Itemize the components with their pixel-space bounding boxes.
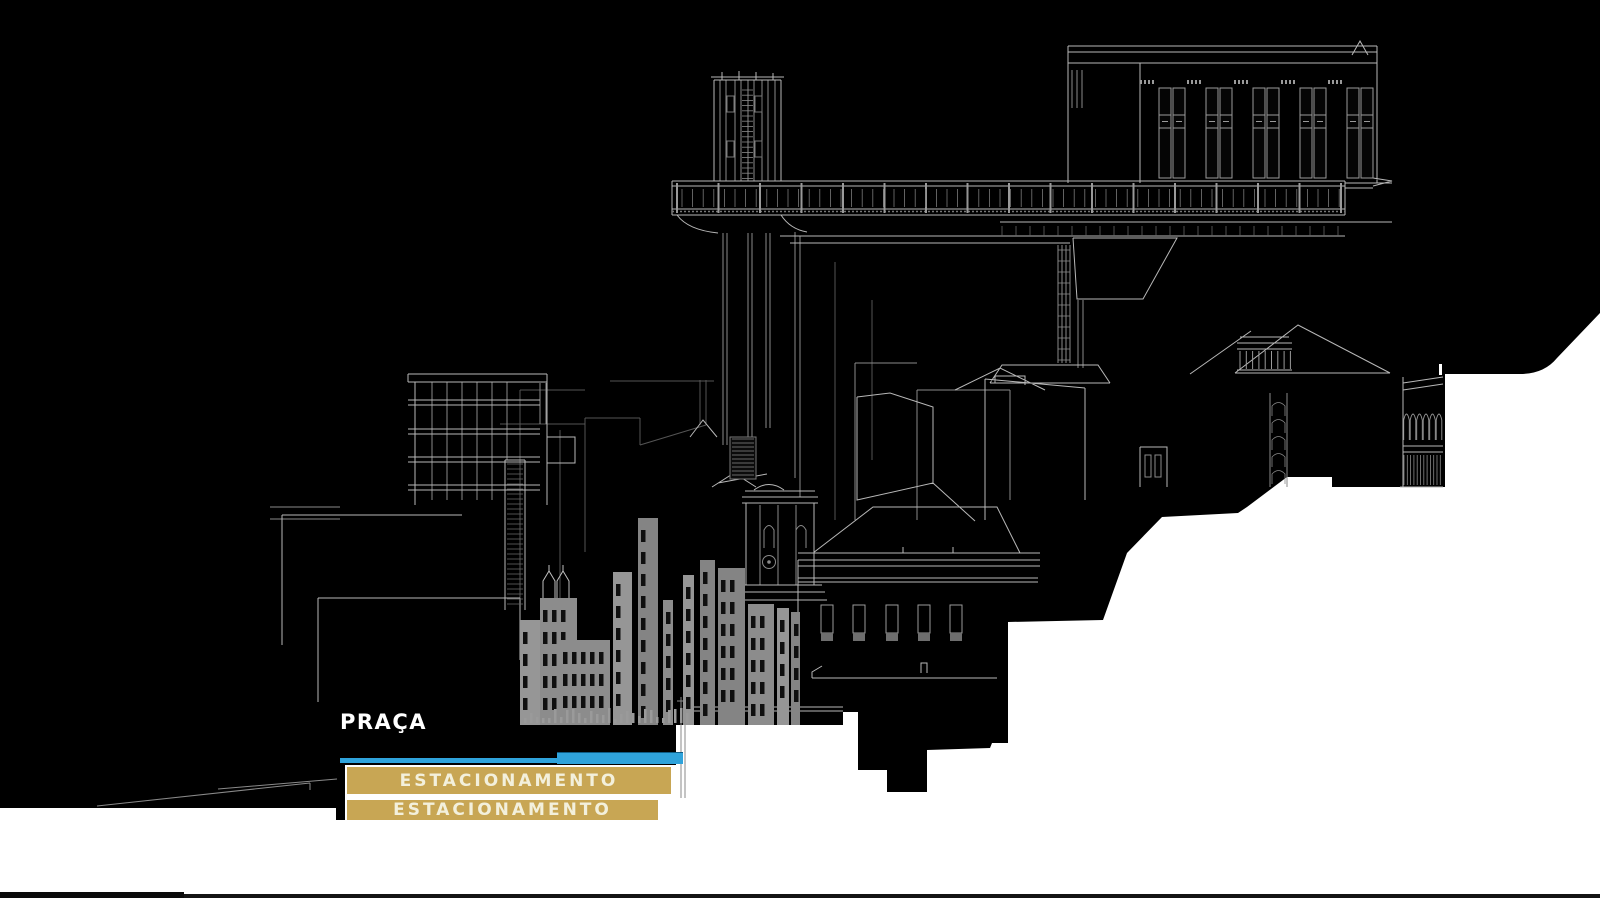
parking-level-lower-label: ESTACIONAMENTO [393, 800, 612, 820]
secondary-linework [96, 70, 1288, 807]
church-clock [762, 555, 776, 569]
procedural-detail-layer [507, 80, 1443, 725]
parking-level-upper-label: ESTACIONAMENTO [399, 770, 619, 791]
praca-label: PRAÇA [340, 710, 427, 734]
ground-baseline-rule [0, 894, 1600, 898]
section-marker-line-thick [557, 752, 683, 764]
parking-level-lower: ESTACIONAMENTO [345, 798, 660, 822]
twin-spires [542, 565, 570, 598]
terrain-notch [1439, 364, 1442, 375]
primary-linework [281, 39, 1444, 712]
church-clock-center [767, 560, 771, 564]
ground-baseline-rule-left [0, 892, 184, 898]
section-marker-line-thin [340, 758, 557, 763]
parking-level-upper: ESTACIONAMENTO [345, 765, 673, 796]
